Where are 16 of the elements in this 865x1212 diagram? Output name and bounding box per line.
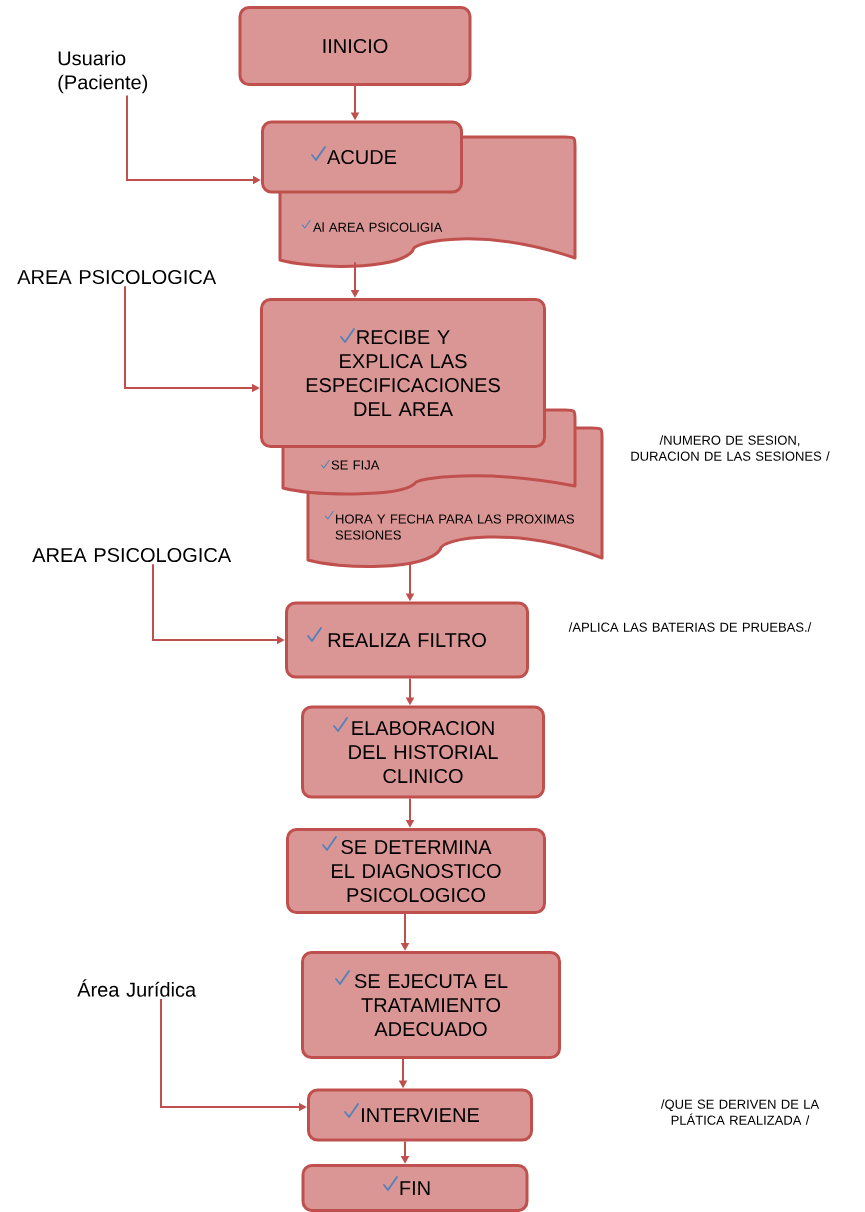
actor-label: AREA PSICOLOGICA	[17, 269, 217, 285]
process-box: ACUDE	[261, 120, 463, 194]
process-box: REALIZA FILTRO	[285, 601, 529, 679]
process-box: SE DETERMINA EL DIAGNOSTICO PSICOLOGICO	[286, 828, 546, 914]
note-text: /QUE SE DERIVEN DE LA PLÁTICA REALIZADA /	[660, 1099, 820, 1125]
note-text: /NUMERO DE SESION, DURACION DE LAS SESIONES /	[631, 435, 830, 461]
process-box: ELABORACION DEL HISTORIAL CLINICO	[301, 705, 545, 799]
process-box: INTERVIENE	[307, 1088, 533, 1142]
process-box: FIN	[301, 1164, 529, 1212]
actor-label: Usuario (Paciente)	[58, 50, 148, 94]
actor-label: AREA PSICOLOGICA	[32, 547, 232, 563]
process-box: RECIBE Y EXPLICA LAS ESPECIFICACIONES DEL AREA	[260, 298, 546, 448]
process-box: IINICIO	[238, 6, 472, 86]
actor-label: Área Jurídica	[77, 979, 197, 997]
process-box: SE EJECUTA EL TRATAMIENTO ADECUADO	[301, 951, 561, 1059]
note-text: /APLICA LAS BATERIAS DE PRUEBAS./	[568, 622, 812, 632]
